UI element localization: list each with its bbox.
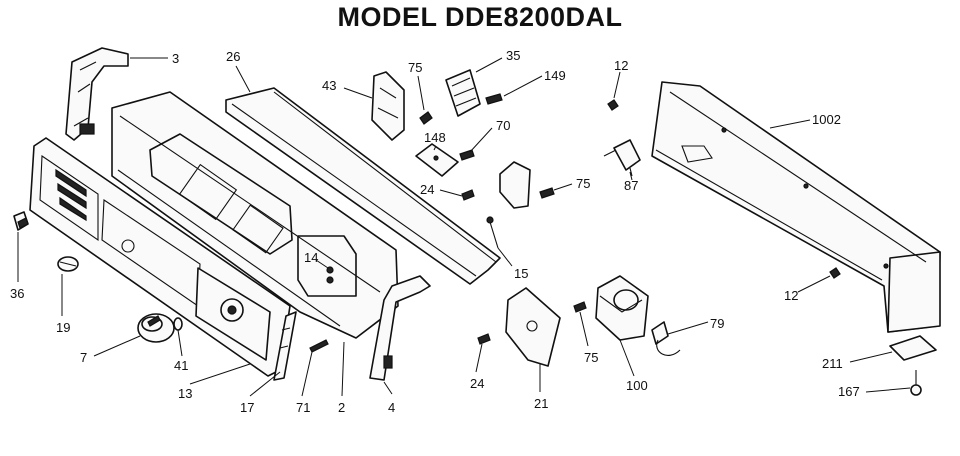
part-41-clip [173, 317, 183, 331]
label-12-top: 12 [614, 58, 628, 73]
part-2-console-housing [111, 91, 399, 339]
label-149: 149 [544, 68, 566, 83]
label-87: 87 [624, 178, 638, 193]
label-70: 70 [496, 118, 510, 133]
label-211: 211 [822, 356, 843, 371]
part-75-screw-mid [539, 187, 555, 199]
leader-lines [17, 57, 911, 397]
label-17: 17 [240, 400, 254, 415]
label-79: 79 [710, 316, 724, 331]
part-75-screw-bottom [573, 301, 587, 313]
label-100: 100 [626, 378, 648, 393]
callout-labels: 3 26 43 75 35 149 12 1002 148 70 24 75 8… [10, 48, 860, 415]
part-12-nut-bottom [829, 267, 841, 279]
part-211-clip [889, 335, 937, 361]
part-148-plate [415, 143, 459, 177]
part-43-bracket [371, 71, 405, 141]
label-24-top: 24 [420, 182, 434, 197]
label-2: 2 [338, 400, 345, 415]
label-71: 71 [296, 400, 310, 415]
label-24-bottom: 24 [470, 376, 484, 391]
part-87-switch [603, 139, 641, 177]
part-100-timer [595, 275, 649, 341]
label-1002: 1002 [812, 112, 841, 127]
part-19-knob [57, 256, 79, 272]
part-149-screw [485, 93, 503, 105]
part-21-mounting-plate [505, 287, 561, 367]
part-70-screw [459, 149, 475, 161]
label-75-top: 75 [408, 60, 422, 75]
label-21: 21 [534, 396, 548, 411]
label-3: 3 [172, 51, 179, 66]
part-26-top-trim [225, 87, 501, 285]
label-19: 19 [56, 320, 70, 335]
label-41: 41 [174, 358, 188, 373]
label-75-bottom: 75 [584, 350, 598, 365]
part-7-timer-knob [137, 313, 175, 343]
label-35: 35 [506, 48, 520, 63]
part-167-screw [910, 370, 922, 396]
part-79-wire [651, 321, 681, 356]
part-15-long-screw [486, 216, 499, 249]
label-75-mid: 75 [576, 176, 590, 191]
part-24-screw-top [461, 189, 475, 201]
part-12-nut-top [607, 99, 619, 111]
part-36-button [13, 211, 29, 231]
label-36: 36 [10, 286, 24, 301]
label-7: 7 [80, 350, 87, 365]
label-167: 167 [838, 384, 860, 399]
label-26: 26 [226, 49, 240, 64]
part-75-screw-top [419, 111, 433, 125]
part-1002-backsplash [651, 81, 941, 333]
part-13-control-panel [29, 137, 291, 377]
label-12-bottom: 12 [784, 288, 798, 303]
label-148: 148 [424, 130, 446, 145]
label-13: 13 [178, 386, 192, 401]
label-4: 4 [388, 400, 395, 415]
part-14-grommet [326, 266, 334, 274]
label-15: 15 [514, 266, 528, 281]
part-17-bracket [273, 311, 297, 381]
part-bracket-mid [499, 161, 531, 209]
part-71-screw [309, 339, 329, 353]
part-35-switch [445, 69, 481, 117]
diagram-title: MODEL DDE8200DAL [337, 2, 623, 32]
part-3-left-end-cap [65, 47, 129, 141]
part-24-screw-bottom [477, 333, 491, 345]
label-43: 43 [322, 78, 336, 93]
label-14: 14 [304, 250, 318, 265]
part-4-right-end-cap [369, 275, 431, 381]
